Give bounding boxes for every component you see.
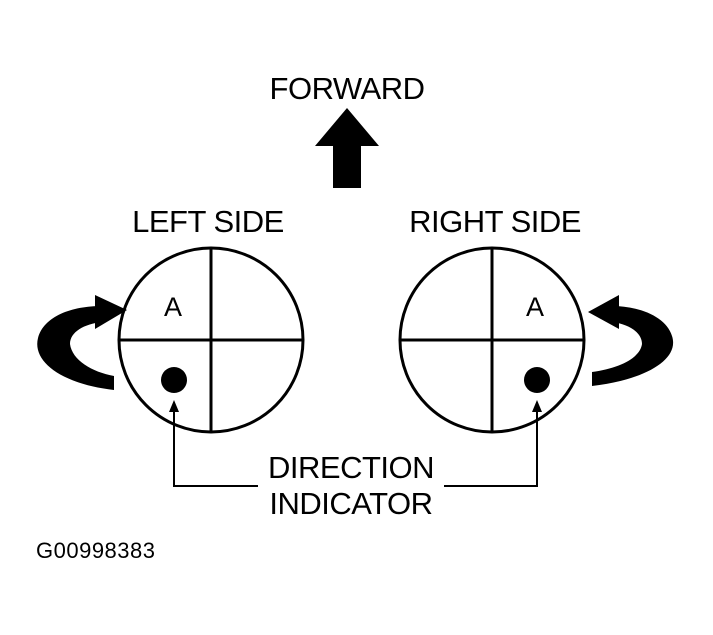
left-direction-dot bbox=[161, 367, 187, 393]
left-indicator-leader-arrowhead bbox=[169, 400, 179, 412]
left-side-title: LEFT SIDE bbox=[132, 204, 284, 239]
left-indicator-leader bbox=[173, 404, 258, 487]
right-rotation-arrowhead bbox=[588, 295, 619, 329]
left-rotation-arrow bbox=[37, 295, 127, 390]
left-rotation-arrow-body bbox=[37, 306, 114, 390]
forward-label: FORWARD bbox=[270, 71, 425, 106]
right-indicator-leader-arrowhead bbox=[532, 400, 542, 412]
left-wheel: A bbox=[117, 246, 305, 434]
left-quadrant-label: A bbox=[164, 292, 182, 322]
callout-line-1: DIRECTION bbox=[268, 450, 434, 485]
callout-line-2: INDICATOR bbox=[269, 486, 432, 521]
right-quadrant-label: A bbox=[526, 292, 544, 322]
right-direction-dot bbox=[524, 367, 550, 393]
right-wheel: A bbox=[398, 246, 586, 434]
right-indicator-leader bbox=[444, 404, 538, 487]
figure-id: G00998383 bbox=[36, 538, 156, 563]
right-rotation-arrow bbox=[588, 295, 674, 386]
left-rotation-arrowhead bbox=[95, 295, 127, 329]
right-side-title: RIGHT SIDE bbox=[409, 204, 581, 239]
forward-arrow bbox=[315, 108, 379, 188]
right-rotation-arrow-body bbox=[592, 306, 674, 386]
